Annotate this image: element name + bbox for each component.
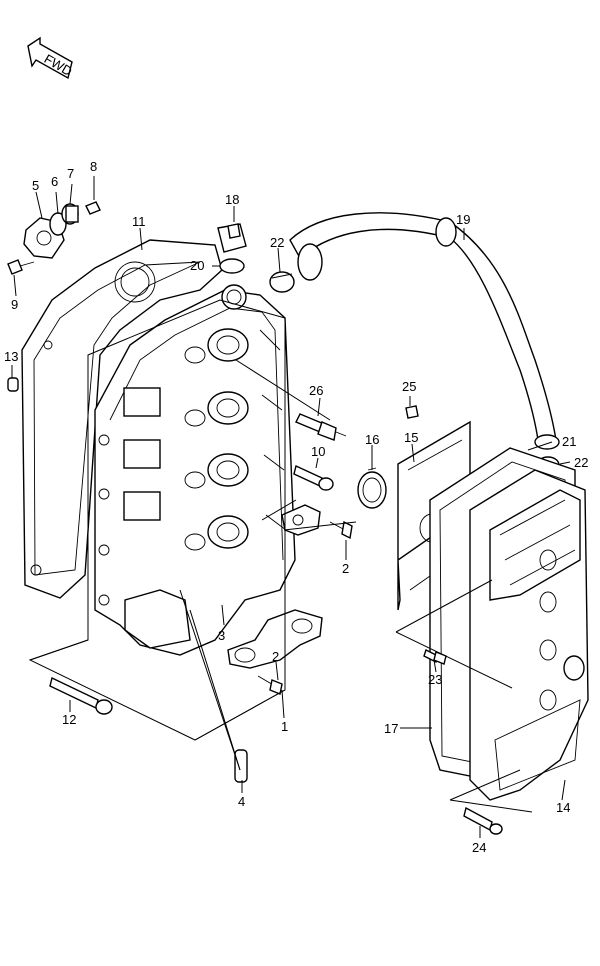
callout-2-upper: 2	[342, 561, 349, 576]
cylinder-head	[94, 284, 296, 656]
bolt-24	[463, 806, 503, 835]
o-ring-20	[219, 258, 245, 274]
callout-26: 26	[309, 383, 323, 398]
callout-2-lower: 2	[272, 649, 279, 664]
thermostat	[61, 203, 79, 225]
callout-17: 17	[384, 721, 398, 736]
callout-12: 12	[62, 712, 76, 727]
spark-plug	[295, 413, 347, 441]
callout-3: 3	[218, 628, 225, 643]
dowel-pin-13	[7, 377, 19, 392]
fwd-label: FWD	[42, 51, 75, 79]
fwd-arrow-icon: FWD	[27, 36, 75, 80]
o-ring-16	[357, 467, 387, 509]
callout-11: 11	[132, 214, 146, 229]
dowel-pin-4	[234, 749, 248, 783]
head-cover	[469, 469, 589, 801]
callout-7: 7	[67, 166, 74, 181]
callout-10: 10	[311, 444, 325, 459]
callout-1: 1	[281, 719, 288, 734]
oil-filler-cap	[217, 223, 247, 253]
head-gasket	[21, 239, 223, 599]
breather-hose	[289, 212, 560, 450]
bolt-2-lower	[257, 675, 283, 695]
callout-6: 6	[51, 174, 58, 189]
callout-24: 24	[472, 840, 486, 855]
callout-19: 19	[456, 212, 470, 227]
callout-4: 4	[238, 794, 245, 809]
cam-journals	[184, 328, 249, 551]
callout-8: 8	[90, 159, 97, 174]
bolt-25	[405, 405, 419, 419]
bolt-8	[85, 201, 101, 215]
callout-14: 14	[556, 800, 570, 815]
callout-20: 20	[190, 258, 204, 273]
callout-18: 18	[225, 192, 239, 207]
callout-13: 13	[4, 349, 18, 364]
callout-15: 15	[404, 430, 418, 445]
intake-ports	[98, 387, 161, 606]
bolt-2-upper	[329, 520, 353, 540]
callout-16: 16	[365, 432, 379, 447]
hose-clamp-22-upper	[269, 271, 295, 293]
callout-9: 9	[11, 297, 18, 312]
callout-22-upper: 22	[270, 235, 284, 250]
callout-25: 25	[402, 379, 416, 394]
callout-23: 23	[428, 672, 442, 687]
callout-5: 5	[32, 178, 39, 193]
callout-21: 21	[562, 434, 576, 449]
leader-lines	[11, 176, 571, 838]
bolt-10	[293, 465, 334, 491]
callout-22-lower: 22	[574, 455, 588, 470]
cam-cap-lower	[227, 609, 323, 669]
bolt-9	[7, 259, 35, 275]
bolt-12	[49, 676, 113, 715]
callout-labels: 1 2 2 3 4 5 6 7 8 9 10 11 12 13 14 15 16…	[4, 159, 588, 855]
